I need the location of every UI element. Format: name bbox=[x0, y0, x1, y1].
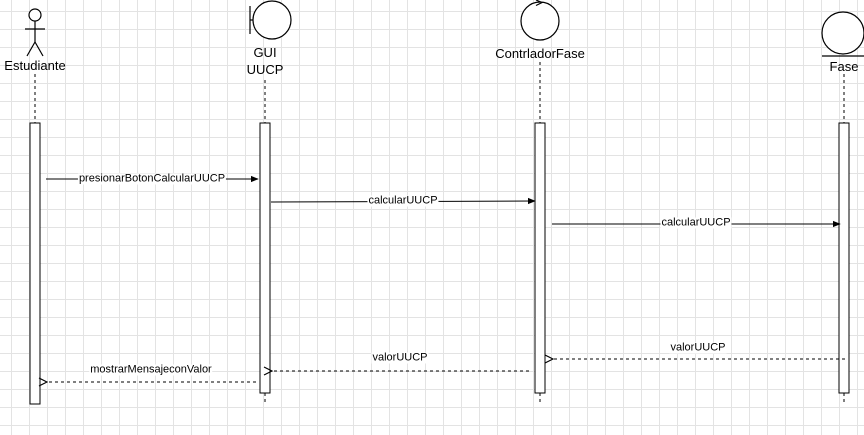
estudiante-activation-bar bbox=[29, 122, 41, 405]
fase-label: Fase bbox=[829, 59, 859, 74]
estudiante-actor-icon bbox=[25, 8, 45, 57]
message-label-calcular-to-controlador: calcularUUCP bbox=[367, 194, 439, 207]
gui-boundary-icon bbox=[249, 0, 292, 40]
gui-label-line2: UUCP bbox=[246, 62, 284, 77]
controlador-label: ContrladorFase bbox=[495, 46, 585, 61]
message-label-presionar-boton: presionarBotonCalcularUUCP bbox=[77, 172, 227, 185]
message-label-mostrar-mensaje: mostrarMensajeconValor bbox=[89, 363, 213, 376]
controlador-control-icon bbox=[520, 0, 560, 41]
estudiante-label: Estudiante bbox=[4, 58, 66, 73]
fase-entity-icon bbox=[821, 11, 864, 57]
message-label-calcular-to-fase: calcularUUCP bbox=[660, 216, 732, 229]
gui-label-line1: GUI bbox=[253, 45, 277, 60]
fase-activation-bar bbox=[838, 122, 850, 394]
message-label-valor-from-fase: valorUUCP bbox=[669, 341, 727, 354]
controlador-activation-bar bbox=[534, 122, 546, 394]
gui-activation-bar bbox=[259, 122, 271, 394]
message-label-valor-from-controlador: valorUUCP bbox=[371, 351, 429, 364]
